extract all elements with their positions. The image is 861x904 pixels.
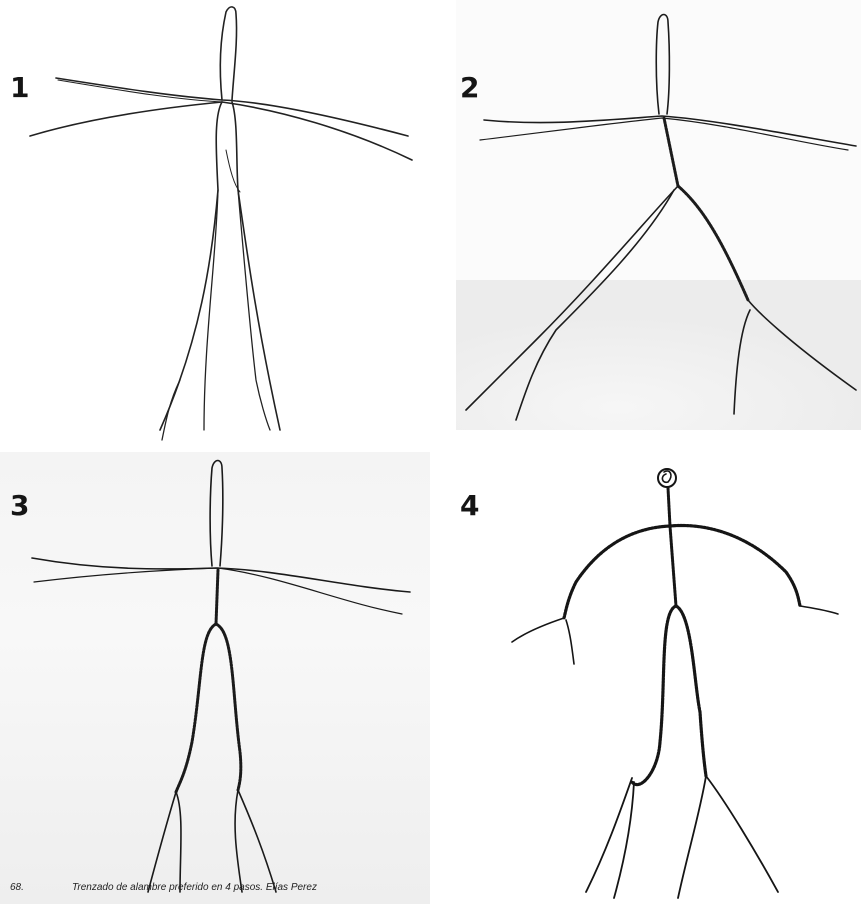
wire-figure-step-1 (0, 0, 430, 452)
caption-text: Trenzado de alambre preferido en 4 pasos… (72, 882, 317, 893)
photo-step-4: 4 (456, 452, 861, 904)
step-number-2: 2 (460, 74, 479, 102)
step-number-4: 4 (460, 492, 479, 520)
photo-step-2: 2 (456, 0, 861, 430)
wire-figure-step-4 (456, 452, 861, 904)
wire-figure-step-3 (0, 452, 430, 904)
wire-figure-step-2 (456, 0, 861, 430)
figure-caption: 68.Trenzado de alambre preferido en 4 pa… (10, 882, 317, 893)
caption-number: 68. (10, 882, 72, 893)
step-number-3: 3 (10, 492, 29, 520)
photo-step-3: 3 (0, 452, 430, 904)
step-number-1: 1 (10, 74, 29, 102)
photo-step-1: 1 (0, 0, 430, 452)
